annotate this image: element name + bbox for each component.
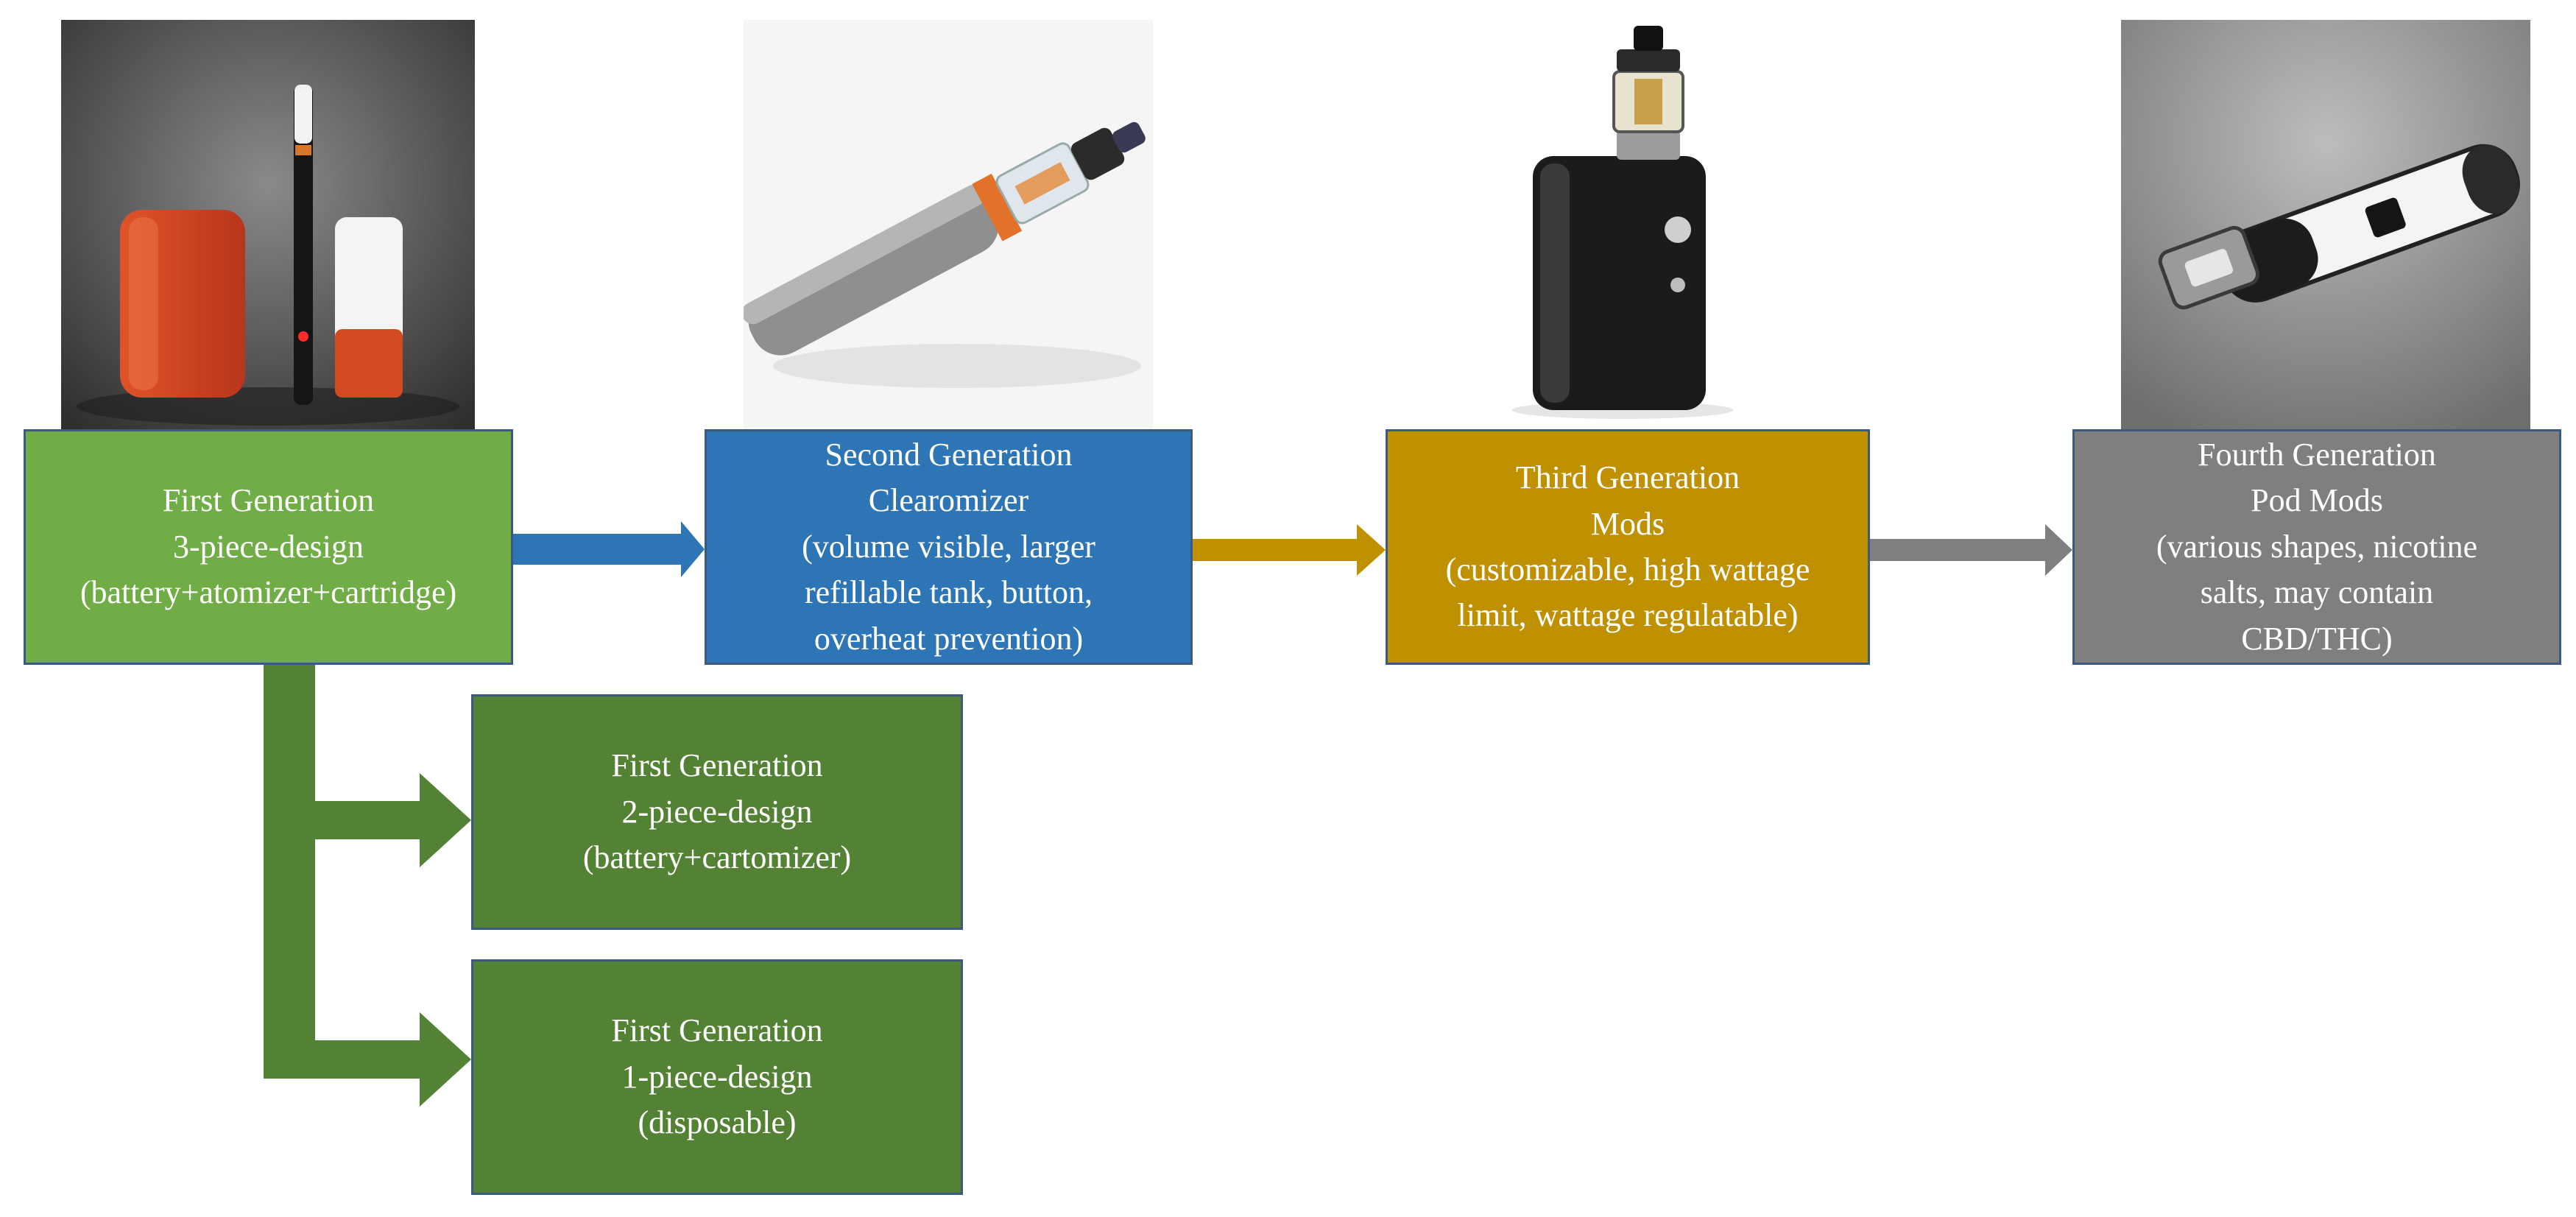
box-line: (disposable) xyxy=(638,1104,797,1141)
box-line: (various shapes, nicotine xyxy=(2156,528,2478,565)
box-line: Clearomizer xyxy=(868,482,1029,519)
fourth-generation-pod-mods-box: Fourth Generation Pod Mods (various shap… xyxy=(2072,429,2561,665)
second-generation-clearomizer-photo xyxy=(744,20,1153,429)
box-title: Third Generation xyxy=(1515,459,1740,496)
box-title: First Generation xyxy=(162,482,375,519)
arrow-gen2-to-gen3 xyxy=(1193,524,1386,576)
box-line: limit, wattage regulatable) xyxy=(1457,597,1799,634)
box-line: (volume visible, larger xyxy=(802,528,1095,565)
arrow-gen3-to-gen4 xyxy=(1870,524,2072,576)
third-generation-mods-box: Third Generation Mods (customizable, hig… xyxy=(1386,429,1870,665)
box-title: First Generation xyxy=(611,1012,823,1049)
fourth-generation-pod-mod-photo xyxy=(2121,20,2530,429)
box-line: 3-piece-design xyxy=(173,528,364,565)
box-title: Second Generation xyxy=(825,436,1073,473)
arrow-gen1-to-gen2 xyxy=(513,521,705,577)
first-generation-3-piece-box: First Generation 3-piece-design (battery… xyxy=(24,429,513,665)
branch-connector xyxy=(264,665,471,1107)
box-line: Pod Mods xyxy=(2251,482,2383,519)
box-line: (battery+cartomizer) xyxy=(582,839,852,876)
box-line: refillable tank, button, xyxy=(805,574,1093,611)
box-line: 2-piece-design xyxy=(621,793,813,830)
box-line: overheat prevention) xyxy=(814,620,1084,657)
box-line: CBD/THC) xyxy=(2241,620,2393,657)
box-title: First Generation xyxy=(611,747,823,784)
box-line: salts, may contain xyxy=(2200,574,2434,611)
box-title: Fourth Generation xyxy=(2198,436,2436,473)
box-line: Mods xyxy=(1590,505,1665,542)
third-generation-box-mod-photo xyxy=(1424,20,1833,429)
box-line: (battery+atomizer+cartridge) xyxy=(80,574,457,611)
first-generation-1-piece-box: First Generation 1-piece-design (disposa… xyxy=(471,959,963,1195)
box-line: 1-piece-design xyxy=(621,1058,813,1095)
first-generation-device-photo xyxy=(61,20,475,429)
box-line: (customizable, high wattage xyxy=(1445,551,1810,588)
first-generation-2-piece-box: First Generation 2-piece-design (battery… xyxy=(471,694,963,930)
second-generation-clearomizer-box: Second Generation Clearomizer (volume vi… xyxy=(705,429,1193,665)
